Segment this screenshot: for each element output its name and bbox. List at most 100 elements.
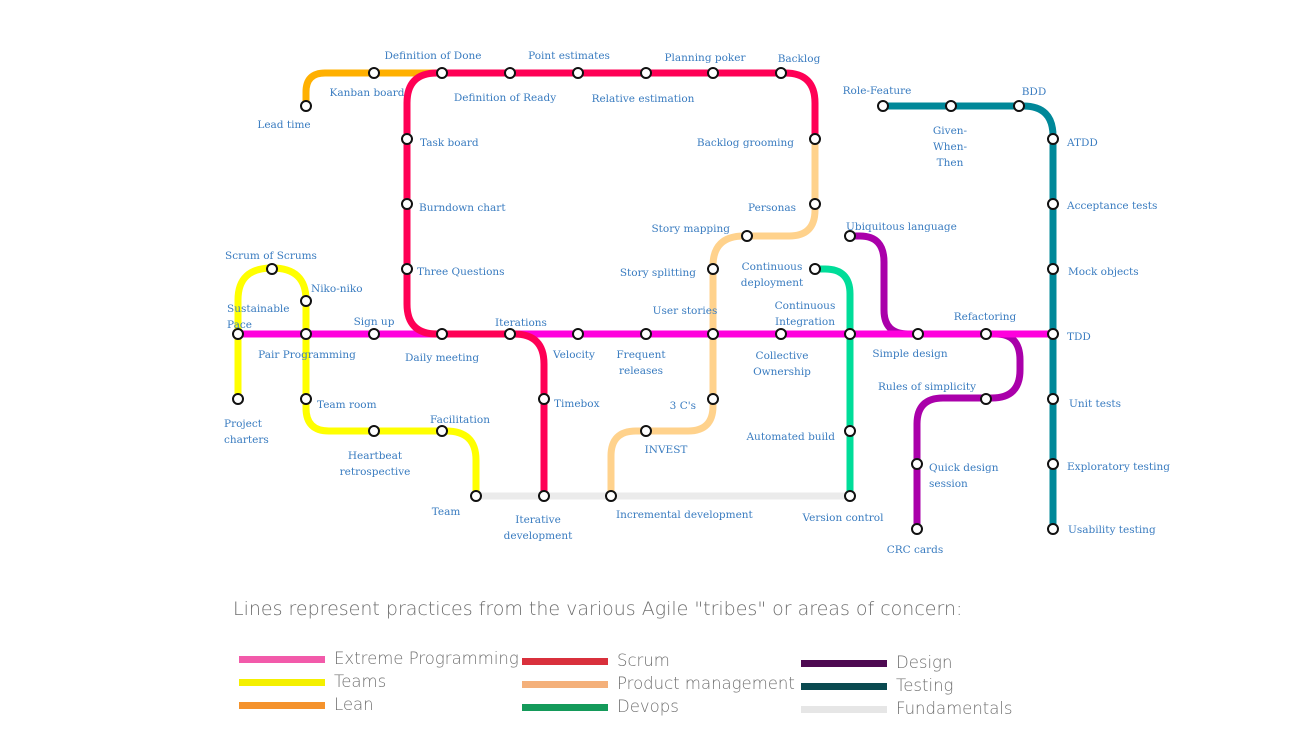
station-ubiquitous-language[interactable] (844, 230, 856, 242)
label-task-board: Task board (420, 137, 479, 149)
label-version-control: Version control (802, 512, 885, 524)
label-given-when-then-line1: Given- (933, 125, 968, 137)
label-rules-of-simplicity: Rules of simplicity (878, 381, 976, 393)
station-niko-niko[interactable] (300, 295, 312, 307)
station-backlog-grooming[interactable] (809, 133, 821, 145)
station-task-board[interactable] (401, 133, 413, 145)
label-given-when-then-line2: When- (933, 141, 968, 153)
label-quick-design-session-line1: Quick design (929, 462, 999, 474)
station-user-stories[interactable] (707, 328, 719, 340)
station-project-charters[interactable] (232, 393, 244, 405)
station-refactoring[interactable] (980, 328, 992, 340)
station-lead-time[interactable] (300, 100, 312, 112)
label-project-charters-line2: charters (224, 434, 269, 446)
station-frequent-releases[interactable] (640, 328, 652, 340)
legend-swatch (522, 704, 608, 711)
label-burndown-chart: Burndown chart (419, 202, 506, 214)
station-three-questions[interactable] (401, 263, 413, 275)
station-quick-design-session[interactable] (911, 458, 923, 470)
label-team: Team (432, 506, 461, 518)
label-project-charters-line1: Project (224, 418, 263, 430)
station-definition-of-done[interactable] (436, 67, 448, 79)
station-team-room[interactable] (300, 393, 312, 405)
station-exploratory-testing[interactable] (1047, 458, 1059, 470)
station-three-cs[interactable] (707, 393, 719, 405)
label-sustainable-pace-line1: Sustainable (227, 303, 290, 315)
station-continuous-deployment[interactable] (809, 263, 821, 275)
station-bdd[interactable] (1013, 100, 1025, 112)
station-automated-build[interactable] (844, 425, 856, 437)
label-scrum-of-scrums: Scrum of Scrums (225, 250, 317, 262)
station-simple-design[interactable] (912, 328, 924, 340)
station-relative-estimation[interactable] (640, 67, 652, 79)
station-mock-objects[interactable] (1047, 263, 1059, 275)
legend-label: Product management (617, 674, 795, 693)
station-velocity[interactable] (572, 328, 584, 340)
station-version-control[interactable] (844, 490, 856, 502)
station-heartbeat-retrospective[interactable] (368, 425, 380, 437)
station-story-mapping[interactable] (741, 230, 753, 242)
station-given-when-then[interactable] (945, 100, 957, 112)
station-team[interactable] (470, 490, 482, 502)
label-iterations: Iterations (495, 317, 547, 329)
label-invest: INVEST (645, 444, 688, 456)
station-incremental-development[interactable] (605, 490, 617, 502)
station-crc-cards[interactable] (911, 523, 923, 535)
station-burndown-chart[interactable] (401, 198, 413, 210)
station-sustainable-pace[interactable] (232, 328, 244, 340)
station-personas[interactable] (809, 198, 821, 210)
station-pair-programming[interactable] (300, 328, 312, 340)
station-iterations[interactable] (504, 328, 516, 340)
label-simple-design: Simple design (872, 348, 948, 360)
station-point-estimates[interactable] (572, 67, 584, 79)
legend-label: Lean (334, 695, 374, 714)
label-unit-tests: Unit tests (1069, 398, 1121, 410)
label-relative-estimation: Relative estimation (592, 93, 695, 105)
station-timebox[interactable] (538, 393, 550, 405)
station-acceptance-tests[interactable] (1047, 198, 1059, 210)
station-invest[interactable] (640, 425, 652, 437)
station-iterative-development[interactable] (538, 490, 550, 502)
station-definition-of-ready[interactable] (504, 67, 516, 79)
label-automated-build: Automated build (745, 431, 835, 443)
label-sustainable-pace-line2: Pace (227, 319, 252, 331)
label-tdd: TDD (1067, 331, 1091, 343)
station-continuous-integration[interactable] (844, 328, 856, 340)
label-team-room: Team room (317, 399, 377, 411)
label-continuous-integration-line2: Integration (775, 316, 835, 328)
station-kanban-board[interactable] (368, 67, 380, 79)
station-scrum-of-scrums[interactable] (266, 263, 278, 275)
legend-label: Design (896, 653, 953, 672)
design-line-lower (913, 330, 1024, 533)
station-facilitation[interactable] (436, 425, 448, 437)
label-story-mapping: Story mapping (651, 223, 730, 235)
station-sign-up[interactable] (368, 328, 380, 340)
label-definition-of-done: Definition of Done (384, 50, 481, 62)
station-planning-poker[interactable] (707, 67, 719, 79)
station-collective-ownership[interactable] (775, 328, 787, 340)
station-story-splitting[interactable] (707, 263, 719, 275)
station-tdd[interactable] (1047, 328, 1059, 340)
station-atdd[interactable] (1047, 133, 1059, 145)
station-daily-meeting[interactable] (436, 328, 448, 340)
legend-swatch (522, 658, 608, 665)
station-role-feature[interactable] (877, 100, 889, 112)
label-bdd: BDD (1022, 86, 1047, 98)
label-collective-ownership-line2: Ownership (753, 366, 811, 378)
label-daily-meeting: Daily meeting (405, 352, 479, 364)
label-niko-niko: Niko-niko (311, 283, 363, 295)
station-usability-testing[interactable] (1047, 523, 1059, 535)
station-unit-tests[interactable] (1047, 393, 1059, 405)
label-velocity: Velocity (552, 349, 595, 361)
legend-caption: Lines represent practices from the vario… (233, 598, 963, 620)
station-rules-of-simplicity[interactable] (980, 393, 992, 405)
teams-line-main (302, 296, 480, 500)
label-continuous-deployment-line2: deployment (741, 277, 804, 289)
label-collective-ownership-line1: Collective (756, 350, 809, 362)
legend-swatch (239, 702, 325, 709)
legend-label: Teams (334, 672, 387, 691)
label-iterative-development-line1: Iterative (515, 514, 561, 526)
label-iterative-development-line2: development (504, 530, 573, 542)
station-backlog[interactable] (775, 67, 787, 79)
label-story-splitting: Story splitting (620, 267, 696, 279)
